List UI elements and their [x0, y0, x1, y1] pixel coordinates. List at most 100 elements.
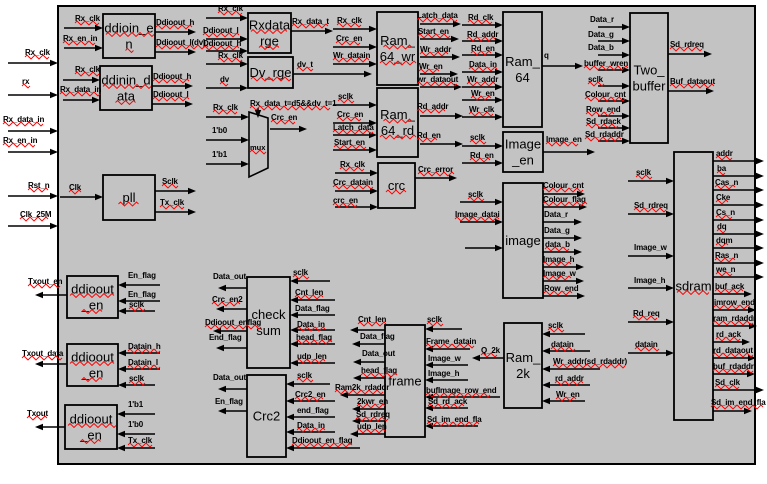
signal-label: Row_end	[544, 284, 579, 293]
block-ddioout-en-1: ddioout_en	[66, 275, 119, 319]
arrowhead	[472, 354, 480, 362]
spellcheck-squiggle	[633, 207, 667, 213]
wire-dv: dv	[206, 75, 248, 92]
signal-label: Image_h	[428, 369, 460, 378]
spellcheck-squiggle	[128, 306, 146, 312]
block-crc: crc	[377, 162, 416, 209]
block-two-buffer-body[interactable]	[629, 12, 669, 144]
signal-label: Image_h	[634, 276, 666, 285]
spellcheck-squiggle	[714, 184, 736, 190]
signal-label: Data_in	[469, 60, 497, 69]
arrowhead	[216, 344, 224, 352]
block-ram-2k-body[interactable]	[503, 322, 543, 409]
block-image-en-body[interactable]	[502, 131, 544, 173]
wire-rst-n: Rst_n	[8, 181, 58, 200]
arrowhead	[622, 82, 630, 90]
block-ram-64-body[interactable]	[502, 11, 543, 128]
wire-data-b: Data_b	[588, 43, 630, 59]
wire-sclk: sclk	[460, 190, 503, 206]
wire-sclk: sclk	[425, 315, 462, 333]
block-frame-body[interactable]	[384, 324, 426, 438]
wire-ddioout-l-dv: Ddioout_l(dv)	[155, 38, 209, 56]
arrowhead	[50, 148, 58, 156]
spellcheck-squiggle	[550, 346, 576, 352]
signal-label: Latch_data	[333, 123, 374, 132]
spellcheck-squiggle	[426, 421, 480, 427]
wire-sclk: sclk	[333, 92, 377, 109]
signal-label: datain	[635, 340, 658, 349]
block-crc2-body[interactable]	[246, 374, 287, 458]
spellcheck-squiggle	[555, 396, 577, 402]
spellcheck-squiggle	[332, 129, 374, 135]
spellcheck-squiggle	[547, 327, 565, 333]
wire-ram-rdaddr: ram_rdaddr	[712, 314, 757, 330]
spellcheck-squiggle	[542, 201, 588, 207]
spellcheck-squiggle	[356, 403, 386, 409]
arrowhead	[290, 296, 298, 304]
wire-start-en: Start_en	[333, 138, 377, 154]
wire-crc-datain: Crc_datain	[332, 178, 378, 195]
wire-rd-en: Rd_en	[462, 44, 503, 59]
arrowhead	[50, 59, 58, 67]
block-pll-body[interactable]	[102, 174, 156, 221]
signal-label: bufImage_row_end	[426, 386, 497, 395]
spellcheck-squiggle	[416, 81, 458, 87]
wire-row-end: Row_end	[543, 284, 585, 300]
block-label: Ram_	[380, 107, 415, 122]
signal-label: rd_ack	[716, 330, 742, 339]
spellcheck-squiggle	[712, 320, 754, 326]
spellcheck-squiggle	[426, 321, 444, 327]
spellcheck-squiggle	[669, 46, 703, 52]
wire-data-out: Data_out	[353, 349, 396, 366]
spellcheck-squiggle	[59, 91, 101, 97]
spellcheck-squiggle	[118, 201, 139, 207]
wire-sd-rd-ack: Sd_rd_ack	[425, 397, 468, 412]
mux-body[interactable]	[248, 110, 269, 179]
signal-label: dv	[220, 75, 230, 84]
spellcheck-squiggle	[21, 355, 63, 361]
spellcheck-squiggle	[632, 315, 658, 321]
spellcheck-squiggle	[356, 428, 386, 434]
signal-label: Crc_en	[337, 110, 363, 119]
wire-colour-cnt: Colour_cnt	[584, 90, 630, 105]
spellcheck-squiggle	[68, 189, 82, 195]
wire-ram2k-rdaddr: Ram2k_rdaddr	[334, 383, 389, 399]
wire-colour-cnt: Colour_cnt	[542, 181, 585, 198]
signal-label: sclk	[129, 300, 145, 309]
wire-data-in: Data_in	[462, 60, 503, 76]
spellcheck-squiggle	[21, 83, 31, 89]
arrowhead	[369, 146, 377, 154]
spellcheck-squiggle	[291, 23, 329, 29]
spellcheck-squiggle	[335, 40, 361, 46]
block-frame: frame	[384, 324, 426, 438]
signal-label: dv_t	[297, 60, 313, 69]
block-checksum-body[interactable]	[246, 276, 291, 369]
arrowhead	[241, 160, 249, 168]
arrowhead	[352, 405, 360, 413]
block-label: ddioout	[71, 282, 114, 297]
arrowhead	[706, 87, 714, 95]
wire-imrow-end: imrow_end	[713, 298, 756, 314]
arrowhead	[587, 148, 595, 156]
spellcheck-squiggle	[427, 403, 465, 409]
wire-dv-t: dv_t	[293, 60, 372, 78]
signal-label: Tx_clk	[160, 198, 185, 207]
block-sdram-body[interactable]	[673, 151, 714, 421]
spellcheck-squiggle	[74, 71, 100, 77]
arrowhead	[290, 340, 298, 348]
block-crc-body[interactable]	[377, 162, 416, 209]
signal-label: Data_out	[213, 272, 247, 281]
arrowhead	[290, 277, 298, 285]
arrowhead	[451, 35, 459, 43]
arrowhead	[95, 24, 103, 32]
wire-datain: datain	[628, 340, 674, 357]
block-label: Image	[505, 137, 541, 152]
wire-colour-flag: Colour_flag	[542, 195, 588, 211]
wire-image-w: Image_w	[628, 243, 674, 260]
block-dv-rge-body[interactable]	[247, 56, 294, 89]
wire-rx: rx	[8, 77, 58, 99]
wire-en-flag: En_flag	[215, 397, 247, 415]
arrowhead	[118, 307, 126, 315]
block-image-body[interactable]	[502, 182, 544, 299]
